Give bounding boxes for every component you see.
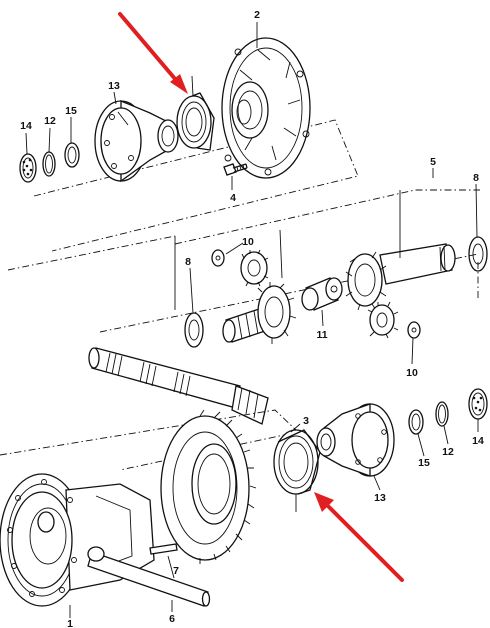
part-12-top-circlip [42, 151, 56, 177]
part-4-bolt [223, 163, 248, 176]
part-labels: 2 13 15 12 14 4 5 8 8 10 11 10 3 13 15 1… [20, 9, 484, 628]
part-13-top-drive-flange [94, 100, 179, 183]
top-oil-seal [176, 92, 215, 151]
label-4: 4 [230, 192, 236, 204]
part-2-side-cover [221, 37, 311, 179]
part-5-planet-shaft [379, 243, 456, 285]
part-8-left-thrust-washer [184, 312, 204, 348]
part-7-roll-pin [149, 543, 178, 555]
label-3: 3 [303, 415, 309, 427]
label-8-right: 8 [473, 172, 479, 184]
part-8-right-thrust-washer [468, 236, 488, 272]
part-3-ring-gear [160, 409, 257, 564]
part-14-top-bearing-cap [19, 153, 37, 183]
part-10-bottom-washer [407, 321, 421, 339]
label-5: 5 [430, 156, 436, 168]
leader-lines [25, 22, 479, 618]
label-1: 1 [67, 618, 73, 628]
label-15-top: 15 [65, 105, 77, 117]
label-6: 6 [169, 613, 175, 625]
label-11: 11 [316, 329, 327, 341]
label-15-bottom: 15 [418, 457, 430, 469]
part-12-bottom-circlip [435, 401, 449, 427]
part-14-bottom-bearing-cap [468, 388, 488, 420]
part-10-top-pinion [240, 249, 269, 287]
label-10-bottom: 10 [406, 367, 418, 379]
top-group-outline [33, 119, 359, 252]
part-13-bottom-drive-flange [316, 403, 395, 477]
red-arrow-bottom [314, 492, 404, 582]
part-15-top-spacer [64, 142, 80, 168]
label-2: 2 [254, 9, 260, 21]
part-10-top-washer [211, 249, 225, 267]
side-gear-left [222, 282, 297, 344]
part-10-bottom-pinion [367, 301, 399, 339]
bottom-bearing [273, 429, 321, 495]
label-10-top: 10 [242, 236, 254, 248]
label-12-bottom: 12 [442, 446, 454, 458]
bottom-group-outline [0, 409, 299, 471]
label-14-bottom: 14 [472, 435, 484, 447]
label-13-top: 13 [108, 80, 120, 92]
side-gear-right [345, 251, 387, 311]
pinion-drive-shaft [88, 347, 269, 425]
label-13-bottom: 13 [374, 492, 386, 504]
label-7: 7 [173, 565, 179, 577]
red-arrow-top [118, 12, 188, 94]
label-12-top: 12 [44, 115, 56, 127]
part-6-shaft [87, 546, 211, 607]
part-15-bottom-spacer [408, 409, 424, 435]
label-8-left: 8 [185, 256, 191, 268]
part-11-cross-pin [301, 277, 343, 311]
part-1-differential-housing [0, 473, 155, 607]
label-14-top: 14 [20, 120, 32, 132]
